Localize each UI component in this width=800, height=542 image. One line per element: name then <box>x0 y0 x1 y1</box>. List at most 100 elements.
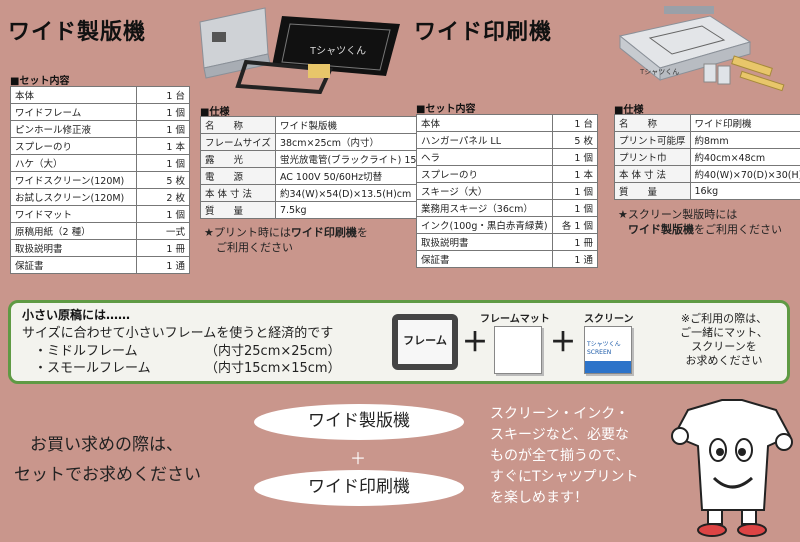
set-item-qty: 1 通 <box>137 257 190 274</box>
set-item-name: 保証書 <box>417 251 553 268</box>
set-item-qty: 1 台 <box>552 115 597 132</box>
panel-note: ※ご利用の際は、 ご一緒にマット、 スクリーンを お求めください <box>664 312 784 368</box>
set-item-name: インク(100g・黒白赤青緑黄) <box>417 217 553 234</box>
set-item-qty: 1 通 <box>552 251 597 268</box>
bottom-right-text: スクリーン・インク・ スキージなど、必要な ものが全て揃うので、 すぐにTシャツ… <box>490 404 639 509</box>
set-row: スキージ（大）1 個 <box>417 183 598 200</box>
set-item-name: ワイドフレーム <box>11 104 137 121</box>
spec-value: ワイド印刷機 <box>690 115 800 132</box>
set-item-name: スキージ（大） <box>417 183 553 200</box>
set-row: 原稿用紙（2 種）一式 <box>11 223 190 240</box>
set-item-qty: 一式 <box>137 223 190 240</box>
set-row: ワイドスクリーン(120M)5 枚 <box>11 172 190 189</box>
set-row: 業務用スキージ（36cm）1 個 <box>417 200 598 217</box>
spec-row: 名 称ワイド製版機 <box>201 117 452 134</box>
set-item-qty: 1 個 <box>137 155 190 172</box>
plus-sign-2: ＋ <box>550 322 576 359</box>
bottom-plus: ＋ <box>350 445 366 469</box>
set-item-name: ワイドマット <box>11 206 137 223</box>
set-item-name: ワイドスクリーン(120M) <box>11 172 137 189</box>
set-row: お試しスクリーン(120M)2 枚 <box>11 189 190 206</box>
left-title: ワイド製版機 <box>8 14 146 46</box>
screen-brand: Tシャツくん SCREEN <box>585 327 631 357</box>
set-item-name: お試しスクリーン(120M) <box>11 189 137 206</box>
panel-small-name: ・スモールフレーム <box>34 357 151 376</box>
frame-label: フレーム <box>398 320 452 362</box>
set-item-name: 原稿用紙（2 種） <box>11 223 137 240</box>
spec-row: 名 称ワイド印刷機 <box>615 115 800 132</box>
set-item-qty: 2 枚 <box>137 189 190 206</box>
set-item-qty: 1 個 <box>552 183 597 200</box>
set-item-qty: 1 個 <box>137 206 190 223</box>
oval-plate-maker: ワイド製版機 <box>254 404 464 440</box>
spec-key: プリント巾 <box>615 149 691 166</box>
set-item-qty: 1 冊 <box>552 234 597 251</box>
spec-value: 約40cm×48cm <box>690 149 800 166</box>
panel-line1: サイズに合わせて小さいフレームを使うと経済的です <box>22 322 333 341</box>
spec-row: プリント可能厚約8mm <box>615 132 800 149</box>
right-note: ★スクリーン製版時には ワイド製版機をご利用ください <box>618 207 782 237</box>
spec-key: 本 体 寸 法 <box>201 185 276 202</box>
plate-maker-image: Tシャツくん <box>190 2 410 94</box>
panel-heading: 小さい原稿には…… <box>22 306 130 323</box>
spec-key: 名 称 <box>615 115 691 132</box>
set-item-name: 保証書 <box>11 257 137 274</box>
set-item-name: 取扱説明書 <box>11 240 137 257</box>
set-item-name: 本体 <box>417 115 553 132</box>
set-item-name: 取扱説明書 <box>417 234 553 251</box>
spec-value: 約40(W)×70(D)×30(H)cm <box>690 166 800 183</box>
right-set-heading: ■セット内容 <box>416 100 475 115</box>
screen-logo-text: Tシャツくん <box>310 45 366 57</box>
set-item-name: ハンガーパネル LL <box>417 132 553 149</box>
mat-label: フレームマット <box>480 310 550 325</box>
left-note: ★プリント時にはワイド印刷機を ご利用ください <box>204 225 368 255</box>
set-item-qty: 1 台 <box>137 87 190 104</box>
spec-key: 質 量 <box>201 202 276 219</box>
left-set-heading: ■セット内容 <box>10 72 69 87</box>
bottom-left-line2: セットでお求めください <box>14 460 201 485</box>
set-item-qty: 1 冊 <box>137 240 190 257</box>
set-item-name: ハケ（大） <box>11 155 137 172</box>
set-item-name: ピンホール修正液 <box>11 121 137 138</box>
spec-key: 電 源 <box>201 168 276 185</box>
set-item-name: 本体 <box>11 87 137 104</box>
set-item-qty: 5 枚 <box>137 172 190 189</box>
set-row: インク(100g・黒白赤青緑黄)各 1 個 <box>417 217 598 234</box>
screen-label: スクリーン <box>584 310 634 325</box>
set-item-qty: 1 個 <box>137 121 190 138</box>
tshirt-mascot-icon <box>668 392 796 538</box>
plus-sign-1: ＋ <box>462 322 488 359</box>
frame-mat-icon <box>494 326 542 374</box>
set-item-qty: 各 1 個 <box>552 217 597 234</box>
spec-key: プリント可能厚 <box>615 132 691 149</box>
set-item-name: スプレーのり <box>11 138 137 155</box>
spec-value: 16kg <box>690 183 800 200</box>
spec-value: 約8mm <box>690 132 800 149</box>
set-item-name: 業務用スキージ（36cm） <box>417 200 553 217</box>
set-item-name: スプレーのり <box>417 166 553 183</box>
set-item-qty: 1 個 <box>552 149 597 166</box>
set-item-qty: 1 本 <box>552 166 597 183</box>
spec-key: 名 称 <box>201 117 276 134</box>
spec-key: 本 体 寸 法 <box>615 166 691 183</box>
set-item-qty: 1 個 <box>137 104 190 121</box>
spec-row: 本 体 寸 法約34(W)×54(D)×13.5(H)cm <box>201 185 452 202</box>
set-row: ハケ（大）1 個 <box>11 155 190 172</box>
